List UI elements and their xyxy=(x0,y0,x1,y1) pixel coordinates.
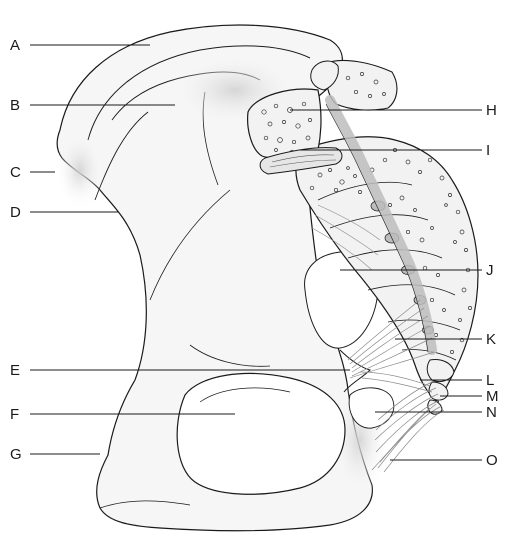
label-i: I xyxy=(486,142,490,159)
crest-shade xyxy=(55,130,105,210)
label-b: B xyxy=(10,97,20,114)
label-j: J xyxy=(486,262,494,279)
label-c: C xyxy=(10,164,21,181)
label-l: L xyxy=(486,372,494,389)
label-e: E xyxy=(10,362,20,379)
coccyx xyxy=(427,360,454,415)
label-a: A xyxy=(10,37,20,54)
obturator-foramen xyxy=(177,373,345,494)
label-h: H xyxy=(486,102,497,119)
label-f: F xyxy=(10,406,19,423)
label-o: O xyxy=(486,452,498,469)
label-m: M xyxy=(486,388,499,405)
label-d: D xyxy=(10,204,21,221)
label-k: K xyxy=(486,331,496,348)
label-g: G xyxy=(10,446,22,463)
label-n: N xyxy=(486,404,497,421)
